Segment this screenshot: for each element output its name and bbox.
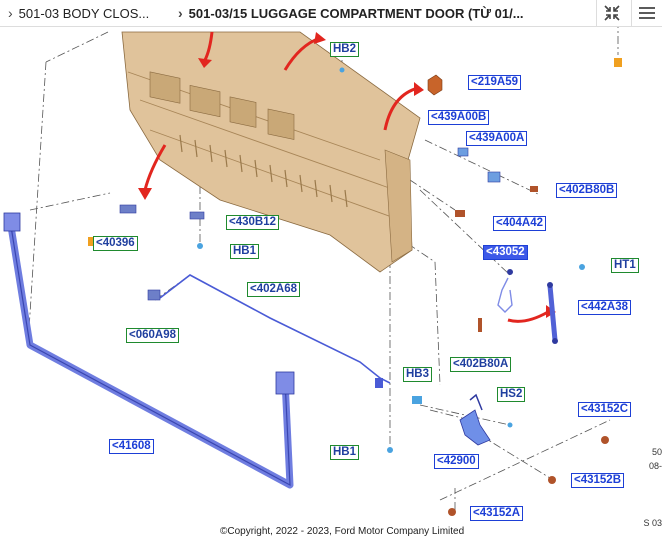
label-40396[interactable]: <40396 bbox=[93, 236, 138, 251]
label-43152a[interactable]: <43152A bbox=[470, 506, 523, 521]
label-402b80a[interactable]: <402B80A bbox=[450, 357, 512, 372]
collapse-button[interactable] bbox=[596, 0, 627, 26]
label-hb1-top[interactable]: HB1 bbox=[230, 244, 260, 259]
exploded-parts-diagram bbox=[3, 27, 622, 516]
label-442a38[interactable]: <442A38 bbox=[578, 300, 631, 315]
frame-41608 bbox=[3, 212, 295, 489]
side-text-1: 50 bbox=[651, 447, 662, 457]
breadcrumb-item-1[interactable]: › 501-03 BODY CLOS... bbox=[0, 5, 170, 21]
label-43152c[interactable]: <43152C bbox=[578, 402, 631, 417]
label-404a42[interactable]: <404A42 bbox=[493, 216, 546, 231]
breadcrumb-item-2[interactable]: › 501-03/15 LUGGAGE COMPARTMENT DOOR (TỪ… bbox=[170, 5, 560, 21]
label-43152b[interactable]: <43152B bbox=[571, 473, 624, 488]
compress-arrows-icon bbox=[604, 5, 620, 21]
label-439a00b[interactable]: <439A00B bbox=[428, 110, 490, 125]
label-402b80b[interactable]: <402B80B bbox=[556, 183, 618, 198]
cable-43052 bbox=[497, 277, 513, 313]
chevron-right-icon: › bbox=[8, 5, 13, 21]
label-430b12[interactable]: <430B12 bbox=[226, 215, 279, 230]
cable-402a68 bbox=[159, 274, 391, 388]
label-hb2[interactable]: HB2 bbox=[330, 42, 360, 57]
side-text-2: 08- bbox=[648, 461, 662, 471]
breadcrumb-bar: › 501-03 BODY CLOS... › 501-03/15 LUGGAG… bbox=[0, 0, 662, 27]
side-text-3: S 03 bbox=[643, 518, 662, 528]
label-42900[interactable]: <42900 bbox=[434, 454, 479, 469]
label-439a00a[interactable]: <439A00A bbox=[466, 131, 528, 146]
hamburger-menu-icon bbox=[639, 7, 655, 19]
luggage-door-panel bbox=[121, 31, 421, 273]
label-060a98[interactable]: <060A98 bbox=[126, 328, 179, 343]
chevron-right-icon: › bbox=[178, 5, 183, 21]
label-43052[interactable]: <43052 bbox=[483, 245, 528, 260]
leader-lines bbox=[27, 27, 619, 510]
label-402a68[interactable]: <402A68 bbox=[247, 282, 300, 297]
hinge-42900 bbox=[459, 393, 491, 446]
strut-442a38 bbox=[547, 282, 558, 344]
label-hs2[interactable]: HS2 bbox=[497, 387, 526, 402]
breadcrumb-label-2: 501-03/15 LUGGAGE COMPARTMENT DOOR (TỪ 0… bbox=[188, 5, 524, 21]
label-41608[interactable]: <41608 bbox=[109, 439, 154, 454]
label-hb1-bottom[interactable]: HB1 bbox=[330, 445, 360, 460]
label-ht1[interactable]: HT1 bbox=[611, 258, 639, 273]
copyright-text: ©Copyright, 2022 - 2023, Ford Motor Comp… bbox=[220, 526, 465, 537]
label-hb3[interactable]: HB3 bbox=[403, 367, 433, 382]
menu-button[interactable] bbox=[631, 0, 662, 26]
breadcrumb-label-1: 501-03 BODY CLOS... bbox=[18, 5, 150, 21]
small-parts bbox=[88, 58, 622, 516]
label-219a59[interactable]: <219A59 bbox=[468, 75, 521, 90]
